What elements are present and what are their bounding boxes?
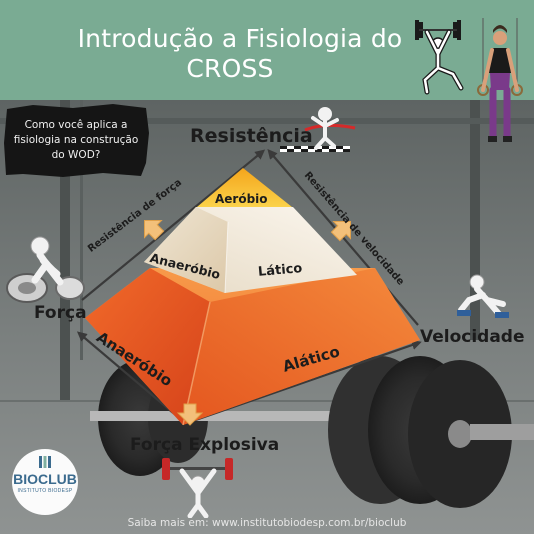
sprinter-icon [457,274,509,318]
question-note: Como você aplica a fisiologia na constru… [13,119,139,161]
footer-link-text[interactable]: Saiba mais em: www.institutobiodesp.com.… [127,517,407,529]
header-banner [0,0,534,100]
question-note-background [4,104,149,177]
arrow-velocidade-to-resistencia [267,148,419,326]
vertex-label-forca-explosiva: Força Explosiva [130,435,280,455]
pyramid-top-layer [197,168,292,207]
vertex-label-velocidade: Velocidade [420,327,525,347]
figure-with-tire-icon [6,236,85,303]
logo-name: BIOCLUB [13,471,77,487]
page-title-line2: CROSS [186,54,274,83]
finish-line-runner-icon [280,107,356,152]
pyramid-base-layer [85,268,420,426]
arrow-explosiva-to-forca [76,331,186,424]
logo-subtitle: INSTITUTO BIODESP [17,488,73,494]
gym-background-photo [0,100,534,534]
pyramid-middle-layer [144,207,357,294]
logo-mark-icon [39,456,51,468]
edge-arrow-left [144,220,165,241]
athlete-photo [477,18,523,142]
weightlifter-icon [415,20,464,95]
vertex-label-resistencia: Resistência [190,125,313,147]
vertex-label-forca: Força [34,303,87,323]
page-title-line1: Introdução a Fisiologia do [77,24,403,53]
edge-arrow-right [330,221,351,242]
figure-lifting-barbell-icon [162,458,233,518]
barbell-image [90,356,534,508]
pyramid-label-aerobio: Aeróbio [215,192,268,206]
arrow-forca-to-resistencia [81,149,266,301]
edge-arrow-bottom [176,403,204,426]
